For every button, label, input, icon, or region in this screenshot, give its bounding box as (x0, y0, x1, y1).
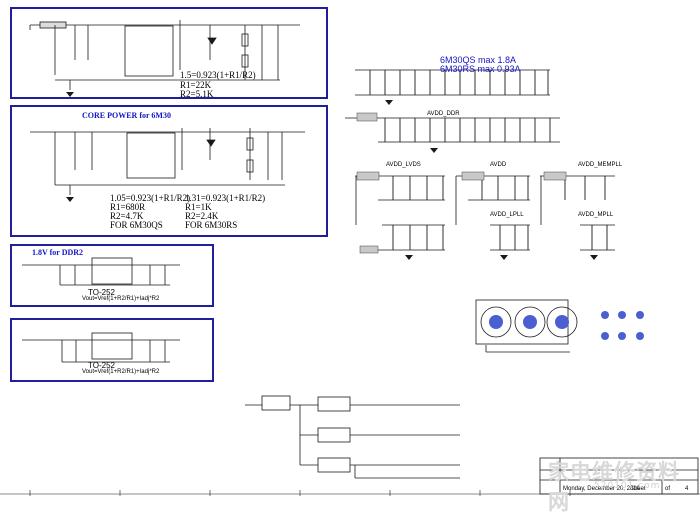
net-label-avdd-lvds: AVDD_LVDS (386, 162, 421, 168)
ddr2-formula: Vout=Vref(1+R2/R1)+Iadj*R2 (82, 296, 160, 302)
ddr2-title: 1.8V for DDR2 (32, 248, 84, 257)
regulator-block-1 (10, 7, 328, 99)
schematic-wiring (0, 20, 700, 496)
core-power-left-line-1: R1=680R (110, 202, 146, 212)
net-label-avdd-mempll: AVDD_MEMPLL (578, 162, 623, 168)
core-power-right-line-3: FOR 6M30RS (185, 220, 238, 230)
ddr2-ldo-block (10, 244, 214, 307)
core-power-right-line-2: R2=2.4K (185, 211, 219, 221)
core-power-title: CORE POWER for 6M30 (82, 111, 171, 120)
ldo-package: TO-252 (88, 361, 115, 370)
title-block-sheet-of: of (665, 486, 671, 492)
ddr2-package: TO-252 (88, 288, 115, 297)
title-block-sheet-total: 4 (685, 486, 689, 492)
core-power-1-equation: 1.5=0.923(1+R1/R2) (180, 70, 256, 80)
core-power-eq-right: 1.31=0.923(1+R1/R2) (185, 193, 266, 203)
watermark-url: 520101.com (594, 481, 661, 491)
net-label-avdd-mpll: AVDD_MPLL (578, 212, 614, 218)
core-power-left-line-3: FOR 6M30QS (110, 220, 163, 230)
title-block-date: Monday, December 20, 2010 (563, 486, 640, 492)
title-block-sheet-label: Sheet (630, 486, 646, 492)
core-power-1-r2: R2=5.1K (180, 89, 214, 99)
net-label-avdd-lpll: AVDD_LPLL (490, 212, 524, 218)
ldo-formula: Vout=Vref(1+R2/R1)+Iadj*R2 (82, 369, 160, 375)
current-spec-line-2: 6M30RS max 0.93A (440, 64, 521, 74)
core-power-right-line-1: R1=1K (185, 202, 212, 212)
core-power-1-r1: R1=22K (180, 80, 212, 90)
core-power-block (10, 105, 328, 237)
net-label-avdd: AVDD (490, 162, 507, 168)
core-power-left-line-2: R2=4.7K (110, 211, 144, 221)
net-label-avdd-ddr: AVDD_DDR (427, 111, 460, 117)
ldo-block-2 (10, 318, 214, 382)
current-spec-line-1: 6M30QS max 1.8A (440, 55, 517, 65)
watermark-text: 家电维修资料网 (548, 459, 680, 514)
core-power-eq-left: 1.05=0.923(1+R1/R2) (110, 193, 191, 203)
